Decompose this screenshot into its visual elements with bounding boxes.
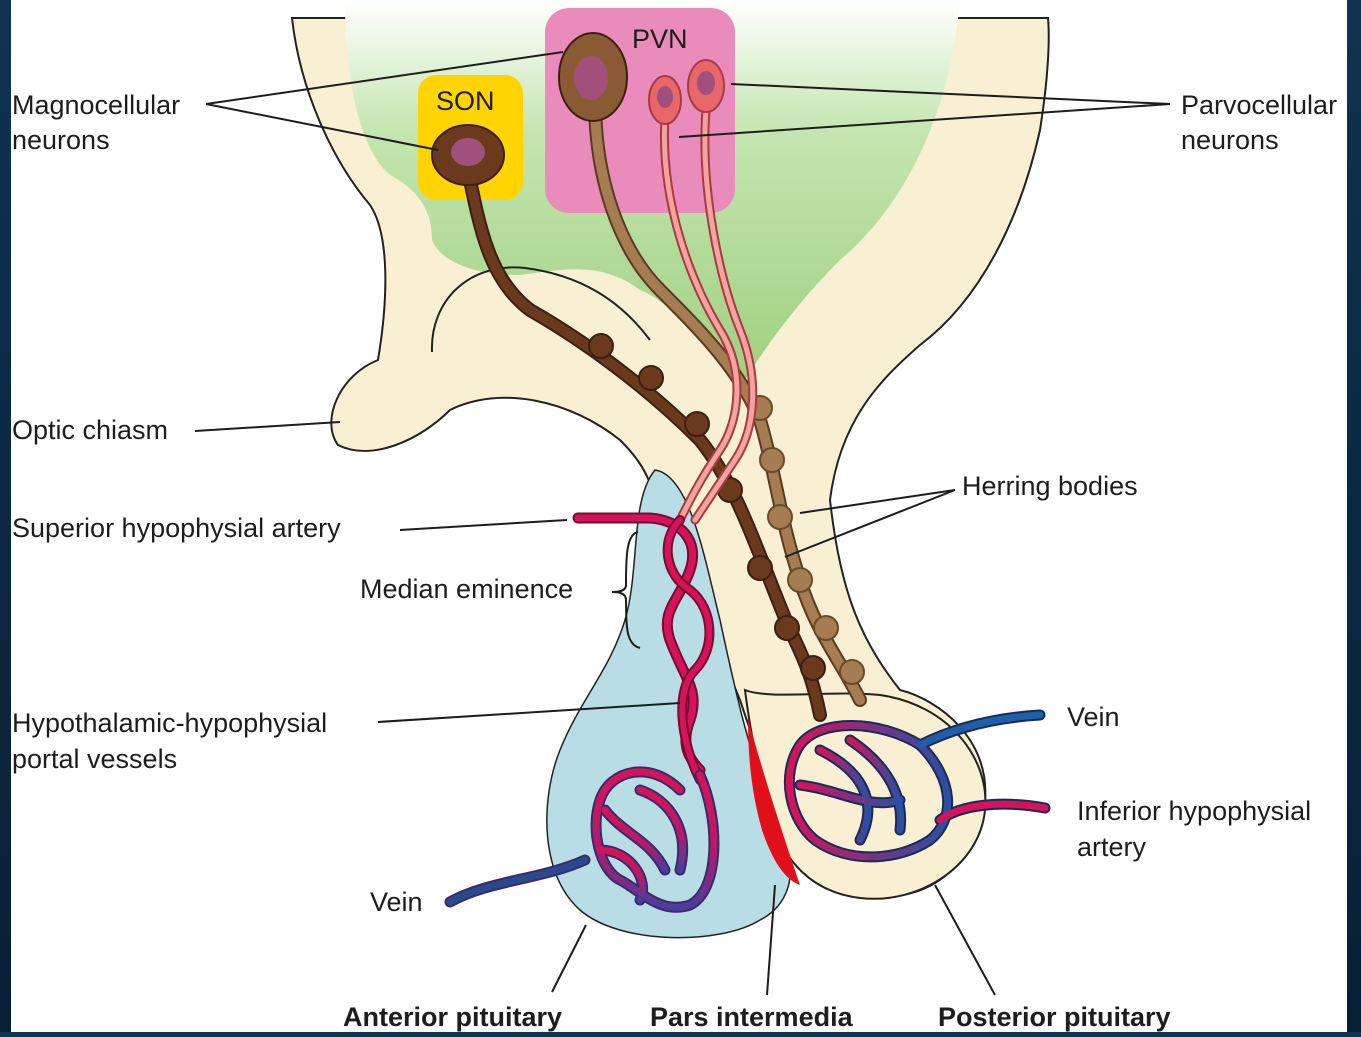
parvocellular-label-2: neurons [1181, 125, 1279, 155]
inferior-artery-label-2: artery [1077, 832, 1147, 862]
portal-vessels-label-2: portal vessels [12, 744, 177, 774]
pars-intermedia-label: Pars intermedia [650, 1002, 854, 1032]
magnocellular-label-1: Magnocellular [12, 90, 180, 120]
posterior-pituitary-label: Posterior pituitary [938, 1002, 1171, 1032]
parvocellular-neuron-1 [649, 76, 681, 124]
magnocellular-label-2: neurons [12, 125, 110, 155]
herring-bodies-label: Herring bodies [962, 471, 1138, 501]
median-eminence-label: Median eminence [360, 574, 573, 604]
superior-artery-label: Superior hypophysial artery [12, 513, 341, 543]
vein-right-label: Vein [1067, 702, 1120, 732]
pvn-magnocellular-neuron [559, 33, 627, 121]
inferior-artery-label-1: Inferior hypophysial [1077, 796, 1311, 826]
parvocellular-label-1: Parvocellular [1181, 90, 1337, 120]
anterior-pituitary-label: Anterior pituitary [343, 1002, 562, 1032]
pvn-label: PVN [632, 24, 688, 54]
vein-left-label: Vein [370, 887, 423, 917]
portal-vessels-label-1: Hypothalamic-hypophysial [12, 708, 327, 738]
optic-chiasm-label: Optic chiasm [12, 415, 168, 445]
parvocellular-neuron-2 [688, 60, 724, 112]
son-magnocellular-neuron [432, 125, 504, 185]
son-label: SON [436, 86, 495, 116]
